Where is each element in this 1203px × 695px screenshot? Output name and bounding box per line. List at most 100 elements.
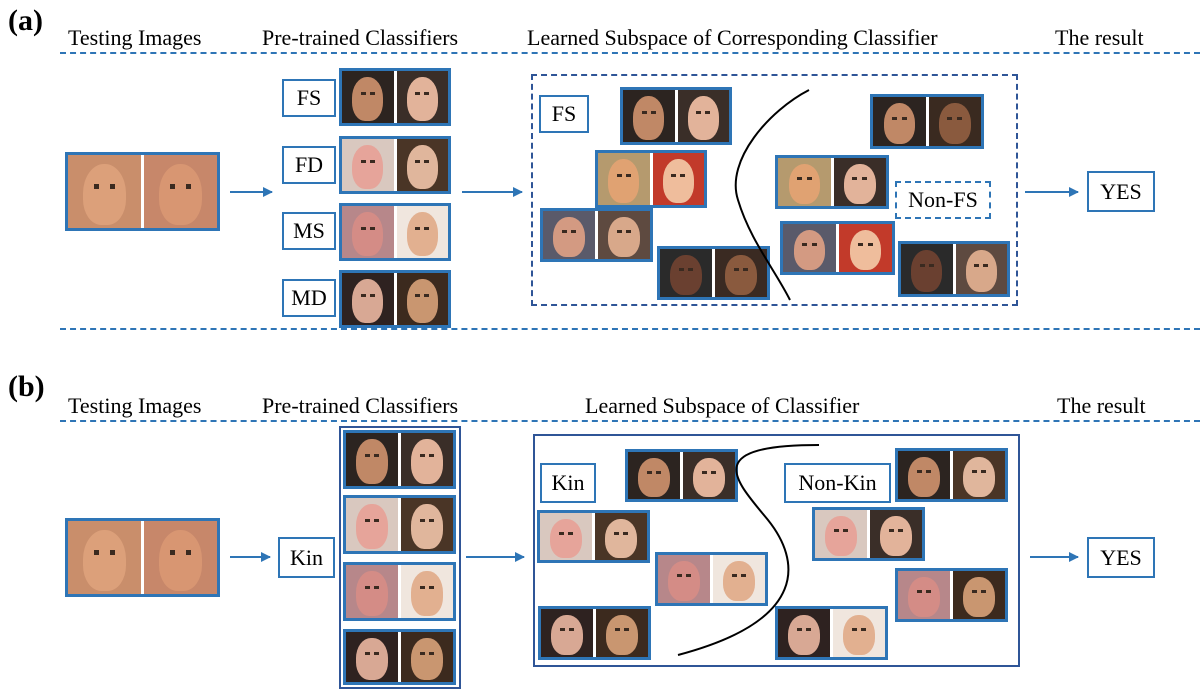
result-box-b: YES — [1087, 537, 1155, 578]
classifier-image-pair — [343, 495, 456, 554]
face-image — [950, 451, 1005, 499]
panel-a-header-subspace: Learned Subspace of Corresponding Classi… — [527, 25, 938, 50]
panel-a-header-testing: Testing Images — [68, 25, 202, 50]
face-image — [658, 555, 710, 603]
face-image — [393, 206, 448, 258]
testing-image-pair — [65, 518, 220, 597]
panel-b-header-testing: Testing Images — [68, 393, 202, 418]
face-image — [398, 632, 453, 682]
panel-a-header-classifiers: Pre-trained Classifiers — [262, 25, 459, 50]
face-image — [543, 211, 595, 259]
classifier-image-pair — [343, 430, 456, 489]
subspace-image-pair — [655, 552, 768, 606]
face-image — [342, 206, 394, 258]
classifier-stack-b — [339, 426, 461, 689]
face-image — [952, 244, 1007, 294]
face-image — [346, 565, 398, 618]
face-image — [393, 273, 448, 325]
face-image — [830, 609, 885, 657]
panel-b-header-subspace: Learned Subspace of Classifier — [585, 393, 860, 418]
face-image — [595, 211, 650, 259]
subspace-image-pair — [898, 241, 1010, 297]
face-image — [712, 249, 767, 297]
subspace-image-pair — [895, 568, 1008, 622]
panel-b-top-divider — [60, 420, 1200, 422]
classifier-image-pair-fd — [339, 136, 451, 194]
face-image — [598, 153, 650, 205]
face-image — [815, 510, 867, 558]
face-image — [68, 155, 141, 228]
classifier-image-pair — [343, 562, 456, 621]
face-image — [925, 97, 981, 146]
face-image — [593, 609, 648, 657]
face-image — [898, 451, 950, 499]
face-image — [346, 632, 398, 682]
face-image — [830, 158, 886, 206]
classifier-label-fs: FS — [282, 79, 336, 117]
face-image — [342, 273, 394, 325]
face-image — [541, 609, 593, 657]
face-image — [346, 433, 398, 486]
subspace-image-pair — [775, 606, 888, 660]
face-image — [398, 565, 453, 618]
face-image — [342, 71, 394, 123]
face-image — [950, 571, 1005, 619]
face-image — [898, 571, 950, 619]
face-image — [867, 510, 922, 558]
subspace-region-b — [533, 434, 1020, 667]
classifier-label-kin: Kin — [278, 537, 335, 578]
face-image — [778, 158, 831, 206]
face-image — [783, 224, 836, 272]
subspace-image-pair — [540, 208, 653, 262]
subspace-image-pair — [780, 221, 895, 275]
classifier-image-pair-md — [339, 270, 451, 328]
subspace-image-pair — [538, 606, 651, 660]
face-image — [660, 249, 712, 297]
face-image — [346, 498, 398, 551]
subspace-image-pair — [812, 507, 925, 561]
face-image — [623, 90, 675, 142]
face-image — [649, 153, 704, 205]
face-image — [680, 452, 735, 499]
face-image — [901, 244, 953, 294]
panel-b-label: (b) — [8, 370, 45, 403]
subspace-image-pair — [657, 246, 770, 300]
subspace-image-pair — [895, 448, 1008, 502]
face-image — [141, 521, 217, 594]
face-image — [342, 139, 394, 191]
face-image — [778, 609, 830, 657]
decision-boundary-b — [677, 444, 820, 656]
classifier-label-md: MD — [282, 279, 336, 317]
testing-image-pair — [65, 152, 220, 231]
region-label-non-fs: Non-FS — [895, 181, 991, 219]
face-image — [398, 498, 453, 551]
panel-a-label: (a) — [8, 4, 43, 37]
face-image — [540, 513, 592, 560]
face-image — [628, 452, 680, 499]
subspace-image-pair — [775, 155, 889, 209]
face-image — [393, 71, 448, 123]
classifier-label-fd: FD — [282, 146, 336, 184]
region-label-fs: FS — [539, 95, 589, 133]
region-label-kin: Kin — [540, 463, 596, 503]
panel-b-header-result: The result — [1057, 393, 1146, 418]
face-image — [592, 513, 647, 560]
subspace-image-pair — [595, 150, 707, 208]
panel-a-top-divider — [60, 52, 1200, 54]
face-image — [141, 155, 217, 228]
face-image — [398, 433, 453, 486]
face-image — [68, 521, 141, 594]
face-image — [393, 139, 448, 191]
result-box-a: YES — [1087, 171, 1155, 212]
panel-b-header-classifiers: Pre-trained Classifiers — [262, 393, 459, 418]
classifier-image-pair — [343, 629, 456, 685]
classifier-image-pair-ms — [339, 203, 451, 261]
face-image — [873, 97, 926, 146]
face-image — [710, 555, 765, 603]
decision-boundary-a — [734, 89, 810, 301]
subspace-image-pair — [870, 94, 984, 149]
subspace-image-pair — [625, 449, 738, 502]
subspace-image-pair — [537, 510, 650, 563]
face-image — [836, 224, 892, 272]
